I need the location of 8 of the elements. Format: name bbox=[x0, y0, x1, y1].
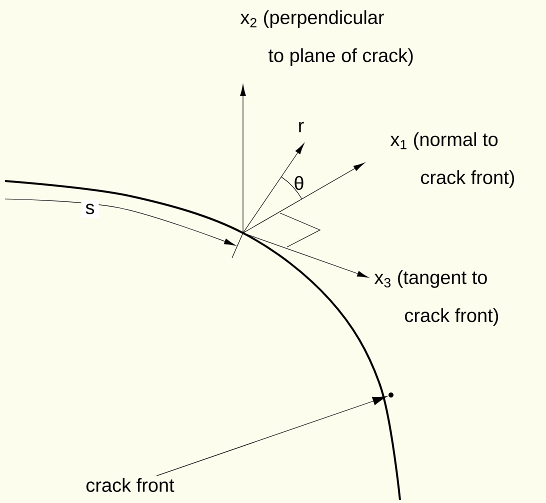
axis-label: x$_{2}$ (perpendicular to plane of crack) bbox=[240, 10, 413, 66]
leader-line bbox=[156, 396, 388, 476]
text-label: crack front bbox=[86, 478, 174, 492]
axis-label: x$_{1}$ (normal to crack front) bbox=[390, 132, 514, 188]
axis-label: r bbox=[299, 122, 304, 132]
curve-point bbox=[388, 392, 394, 398]
axis-label: x$_{3}$ (tangent to crack front) bbox=[374, 270, 498, 326]
angle-label: θ bbox=[294, 176, 304, 190]
